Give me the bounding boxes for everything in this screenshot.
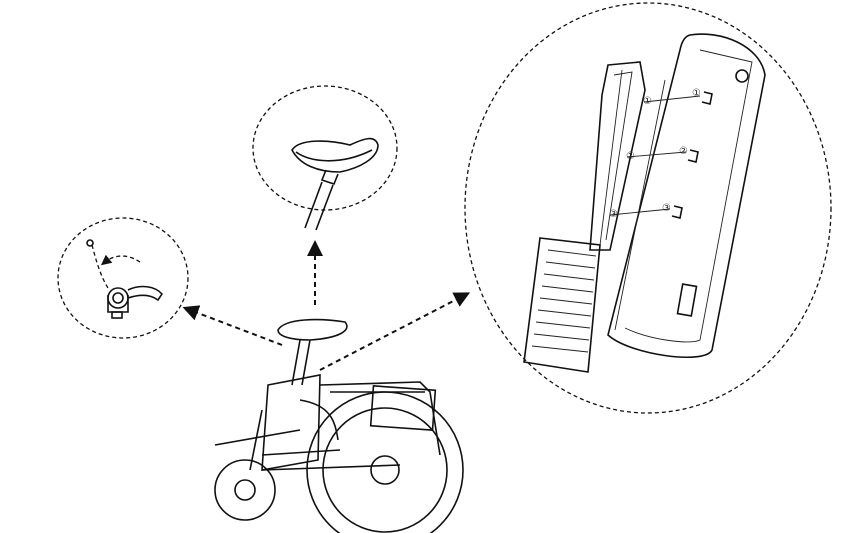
clamp-detail-circle <box>57 217 189 339</box>
battery-illustration <box>523 33 766 373</box>
callout-rail-3: ③ <box>609 209 618 220</box>
callout-rail-1: ① <box>643 96 652 107</box>
callout-rail-2: ② <box>626 151 635 162</box>
seat-clamp-illustration <box>86 239 164 319</box>
seat-illustration <box>291 137 379 231</box>
arrow-to-clamp <box>182 305 283 346</box>
callout-housing-1: ① <box>692 88 701 99</box>
bike-illustration <box>214 318 464 533</box>
seat-detail-circle <box>252 85 398 211</box>
battery-detail-circle <box>464 2 832 414</box>
callout-housing-2: ② <box>679 146 688 157</box>
callout-housing-3: ③ <box>662 203 671 214</box>
